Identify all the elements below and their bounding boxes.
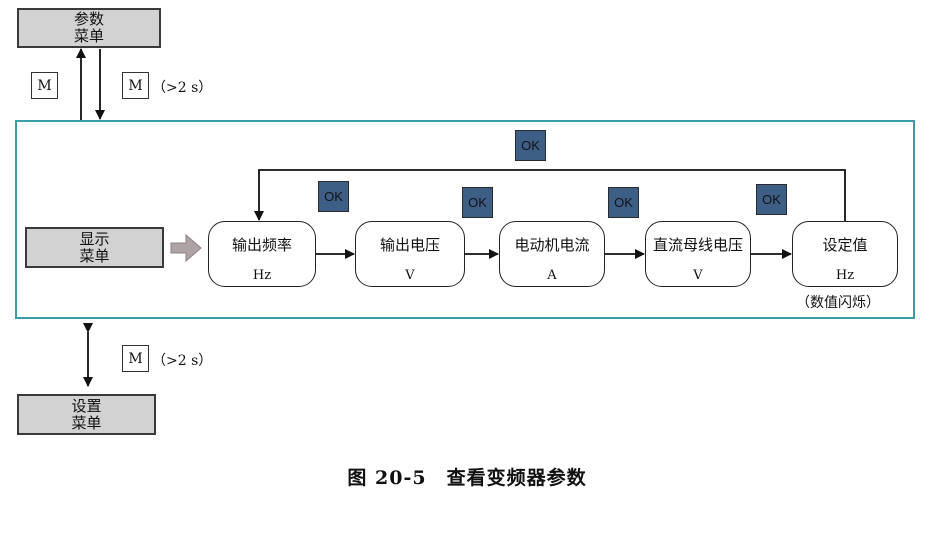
hold-note-bottom: （>2 s） <box>152 353 213 369</box>
node-label: 电动机电流 <box>514 236 590 254</box>
ok-key-4[interactable]: OK <box>756 184 787 215</box>
node-label: 设定值 <box>822 236 868 254</box>
setpoint-flashing-note: （数值闪烁） <box>796 295 880 311</box>
ok-key-2[interactable]: OK <box>462 187 493 218</box>
node-unit: Hz <box>835 268 855 283</box>
parameter-menu[interactable]: 参数 菜单 <box>17 8 161 48</box>
node-unit: V <box>405 268 415 283</box>
loop-back-arrow <box>254 169 846 221</box>
setting-menu[interactable]: 设置 菜单 <box>17 394 156 435</box>
node-unit: A <box>547 268 557 283</box>
node-label: 输出电压 <box>379 236 440 254</box>
display-menu[interactable]: 显示 菜单 <box>25 227 164 268</box>
m-key-down[interactable]: M <box>122 72 149 99</box>
node-output-voltage[interactable]: 输出电压 V <box>355 221 465 287</box>
ok-key-3[interactable]: OK <box>608 187 639 218</box>
node-label: 直流母线电压 <box>652 236 743 254</box>
display-menu-line2: 菜单 <box>79 246 110 265</box>
node-motor-current[interactable]: 电动机电流 A <box>499 221 605 287</box>
setting-menu-line2: 菜单 <box>71 413 102 432</box>
ok-key-1[interactable]: OK <box>318 181 349 212</box>
node-dc-bus-voltage[interactable]: 直流母线电压 V <box>645 221 751 287</box>
figure-caption: 图 20-5 查看变频器参数 <box>347 467 587 489</box>
parameter-menu-line2: 菜单 <box>73 27 104 45</box>
node-unit: Hz <box>252 268 272 283</box>
ok-key-loop[interactable]: OK <box>515 130 546 161</box>
node-unit: V <box>693 268 703 283</box>
hold-note-top: （>2 s） <box>152 80 213 96</box>
feed-arrow <box>170 233 202 263</box>
node-setpoint[interactable]: 设定值 Hz <box>792 221 898 287</box>
node-output-frequency[interactable]: 输出频率 Hz <box>208 221 316 287</box>
m-key-setting[interactable]: M <box>122 345 149 372</box>
setting-menu-line1: 设置 <box>71 396 102 415</box>
display-menu-line1: 显示 <box>79 229 110 248</box>
display-panel <box>15 120 915 319</box>
node-label: 输出频率 <box>231 236 292 254</box>
m-key-up[interactable]: M <box>31 72 58 99</box>
parameter-menu-line1: 参数 <box>73 10 104 28</box>
